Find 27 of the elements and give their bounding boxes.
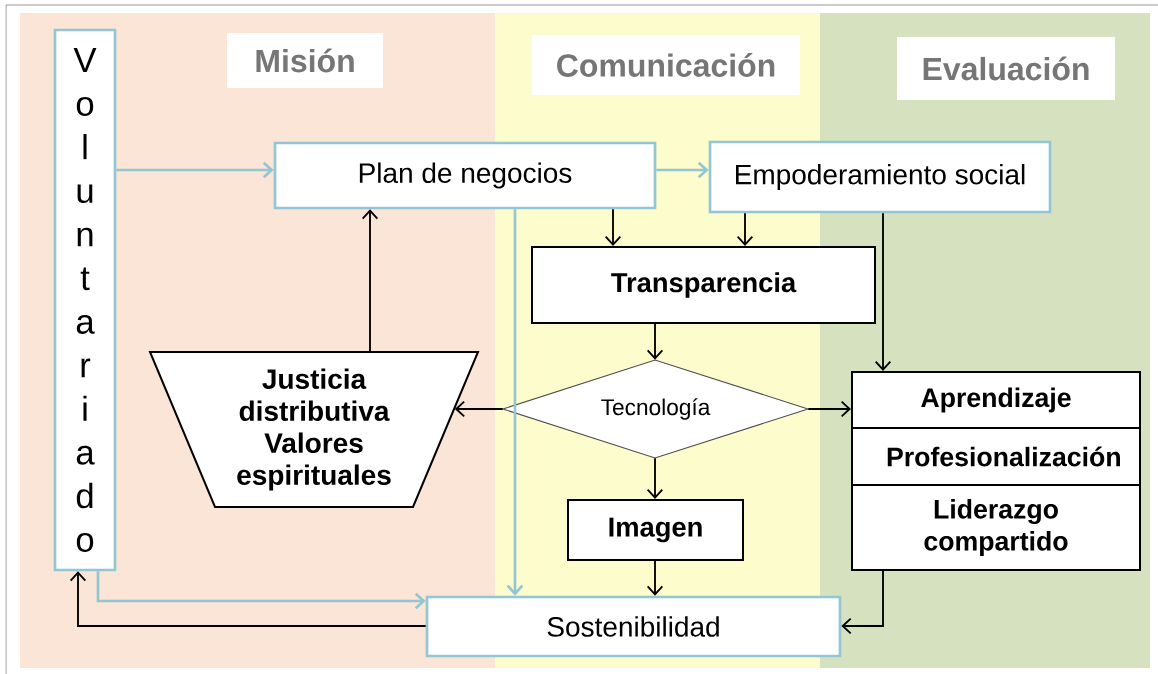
arrow — [69, 571, 427, 627]
column-header: Evaluación — [897, 37, 1115, 100]
vertical-label-box: Voluntariado — [53, 28, 117, 572]
list-cell: Liderazgo compartido — [851, 484, 1141, 571]
arrow — [807, 400, 851, 418]
arrow — [646, 560, 664, 596]
process-box: Transparencia — [531, 246, 876, 324]
column-header: Misión — [227, 33, 383, 88]
arrow — [646, 457, 664, 499]
arrow — [646, 323, 664, 360]
list-cell: Profesionalización — [851, 427, 1141, 486]
arrow — [841, 570, 884, 635]
process-box: Empoderamiento social — [708, 140, 1052, 214]
arrow — [454, 400, 504, 418]
process-box: Imagen — [567, 499, 744, 561]
arrow — [361, 209, 379, 353]
arrow — [116, 161, 274, 179]
process-box: Sostenibilidad — [425, 595, 842, 658]
arrow — [506, 209, 524, 596]
arrow — [874, 212, 892, 371]
process-box: Plan de negocios — [273, 141, 657, 210]
arrow — [736, 212, 754, 246]
arrow — [604, 208, 622, 246]
arrow — [656, 161, 709, 179]
column-header: Comunicación — [532, 35, 800, 95]
arrow — [96, 571, 426, 610]
list-cell: Aprendizaje — [851, 371, 1141, 429]
